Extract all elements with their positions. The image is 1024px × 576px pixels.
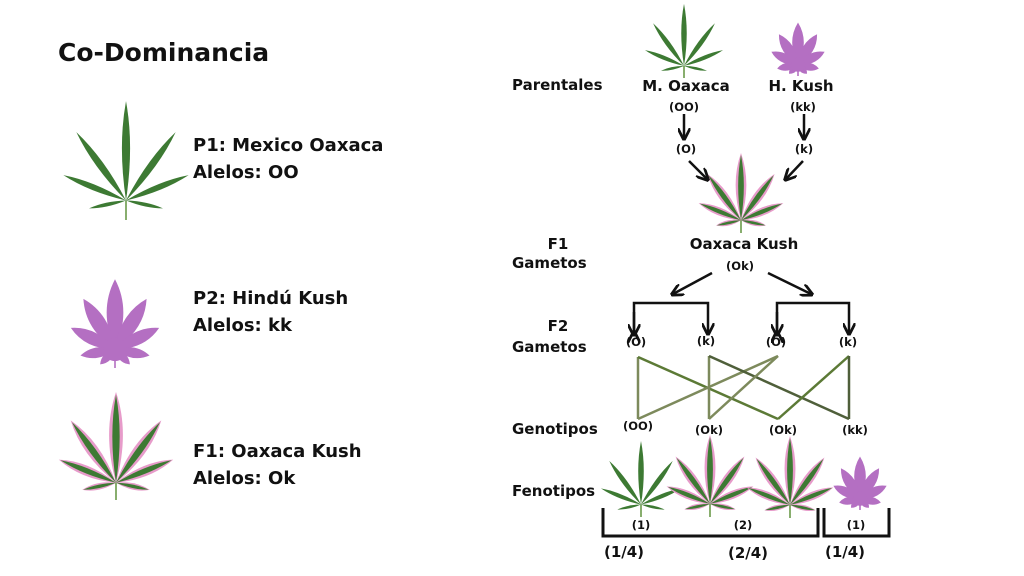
phenotype-ratio: (1/4): [603, 543, 645, 561]
parent-2-name: H. Kush: [768, 77, 834, 95]
p1-green-leaf-icon: [63, 101, 189, 220]
parent-1-gamete: (O): [675, 142, 697, 156]
f1-hybrid-genotype: (Ok): [726, 259, 754, 273]
bracket-left: [601, 508, 820, 538]
p2-name: P2: Hindú Kush: [193, 288, 349, 309]
phenotype-ok-hybrid-leaf-icon: [666, 435, 754, 517]
parent-kush-purple-leaf-icon: [771, 22, 825, 76]
label-f1: F1: [547, 235, 569, 253]
label-parentales: Parentales: [512, 76, 603, 94]
gamete-split-right: [777, 301, 849, 333]
genotype-label: (OO): [622, 419, 654, 433]
f2-gamete: (k): [696, 334, 716, 348]
f1-hybrid-hybrid-leaf-icon: [698, 153, 784, 233]
phenotype-count: (1): [631, 518, 651, 532]
parent-2-genotype: (kk): [790, 100, 816, 114]
p1-alleles: Alelos: OO: [193, 162, 299, 183]
arrow-o-to-f1: [688, 160, 707, 179]
label-f2: F2: [547, 317, 569, 335]
parent-2-gamete: (k): [794, 142, 814, 156]
label-genotipos: Genotipos: [512, 420, 598, 438]
phenotype-count: (2): [733, 518, 753, 532]
genotype-label: (Ok): [769, 423, 797, 437]
p2-alleles: Alelos: kk: [193, 315, 292, 336]
p1-name: P1: Mexico Oaxaca: [193, 135, 384, 156]
f2-gamete: (O): [765, 335, 787, 349]
genotype-label: (kk): [842, 423, 868, 437]
arrow-ok-right: [767, 271, 811, 294]
phenotype-ok-hybrid-leaf-icon: [746, 436, 834, 518]
phenotype-oo-green-leaf-icon: [600, 440, 682, 517]
parent-1-genotype: (OO): [668, 100, 700, 114]
p2-purple-leaf-icon: [70, 279, 160, 368]
label-fenotipos: Fenotipos: [512, 482, 596, 500]
arrow-k-to-f1: [786, 160, 804, 179]
genotype-label: (Ok): [695, 423, 723, 437]
label-f2-gametos: Gametos: [512, 338, 587, 356]
page-title: Co-Dominancia: [58, 38, 270, 67]
label-f1-gametos: Gametos: [512, 254, 587, 272]
parent-oaxaca-green-leaf-icon: [644, 3, 724, 78]
f2-gamete: (O): [625, 335, 647, 349]
bracket-right: [822, 508, 891, 538]
arrows: [601, 114, 891, 538]
phenotype-ratio: (2/4): [727, 544, 769, 562]
phenotype-ratio: (1/4): [824, 543, 866, 561]
f2-gamete: (k): [838, 335, 858, 349]
arrow-ok-left: [673, 271, 713, 294]
phenotype-count: (1): [846, 518, 866, 532]
f1-alleles: Alelos: Ok: [193, 468, 296, 489]
phenotype-kk-purple-leaf-icon: [833, 456, 887, 510]
punnett-cross-lines: [636, 354, 851, 421]
parent-1-name: M. Oaxaca: [642, 77, 730, 95]
f1-hybrid-leaf-icon: [58, 392, 174, 500]
f1-name: F1: Oaxaca Kush: [193, 441, 362, 462]
f1-hybrid-name: Oaxaca Kush: [689, 235, 799, 253]
gamete-split-left: [634, 301, 708, 333]
